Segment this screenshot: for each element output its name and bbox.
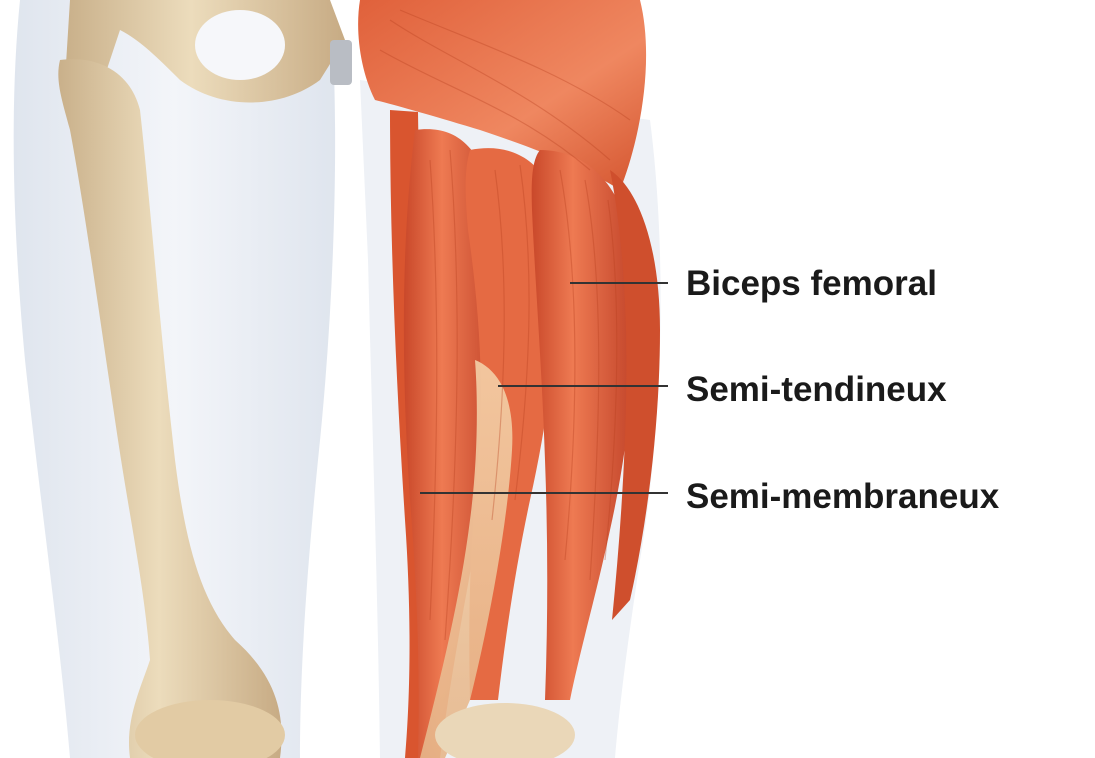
pubic-symphysis (330, 40, 352, 85)
label-semi-tendineux: Semi-tendineux (686, 370, 947, 410)
label-biceps-femoral: Biceps femoral (686, 264, 937, 304)
label-semi-membraneux: Semi-membraneux (686, 477, 999, 517)
obturator-foramen (195, 10, 285, 80)
